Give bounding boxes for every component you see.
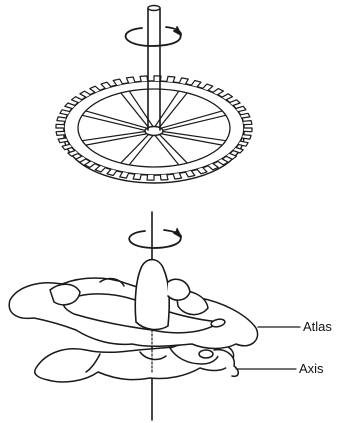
gear-wheel [56, 76, 252, 183]
gear-tooth [244, 128, 252, 132]
gear-tooth [167, 76, 175, 82]
gear-tooth [240, 113, 250, 118]
atlas-label: Atlas [303, 319, 332, 334]
gear-tooth [179, 78, 188, 84]
gear-tooth [58, 138, 68, 143]
rotation-arrow-icon [126, 27, 181, 46]
gear-tooth [56, 131, 65, 135]
axis-vertebra [35, 344, 239, 382]
axis-label: Axis [299, 361, 324, 376]
gear-illustration [56, 6, 252, 184]
rotation-arrow-icon [129, 229, 181, 248]
gear-tooth [160, 175, 168, 181]
gear-tooth [57, 117, 66, 121]
vertebrae-illustration [9, 212, 300, 420]
gear-tooth [140, 76, 148, 82]
gear-tooth [56, 124, 64, 128]
gear-tooth [126, 77, 134, 83]
gear-tooth [147, 175, 154, 180]
gear-tooth [173, 173, 182, 179]
gear-tooth [133, 174, 141, 180]
atlas-vertebra [9, 278, 257, 349]
gear-tooth [242, 135, 251, 139]
gear-tooth [243, 121, 252, 125]
